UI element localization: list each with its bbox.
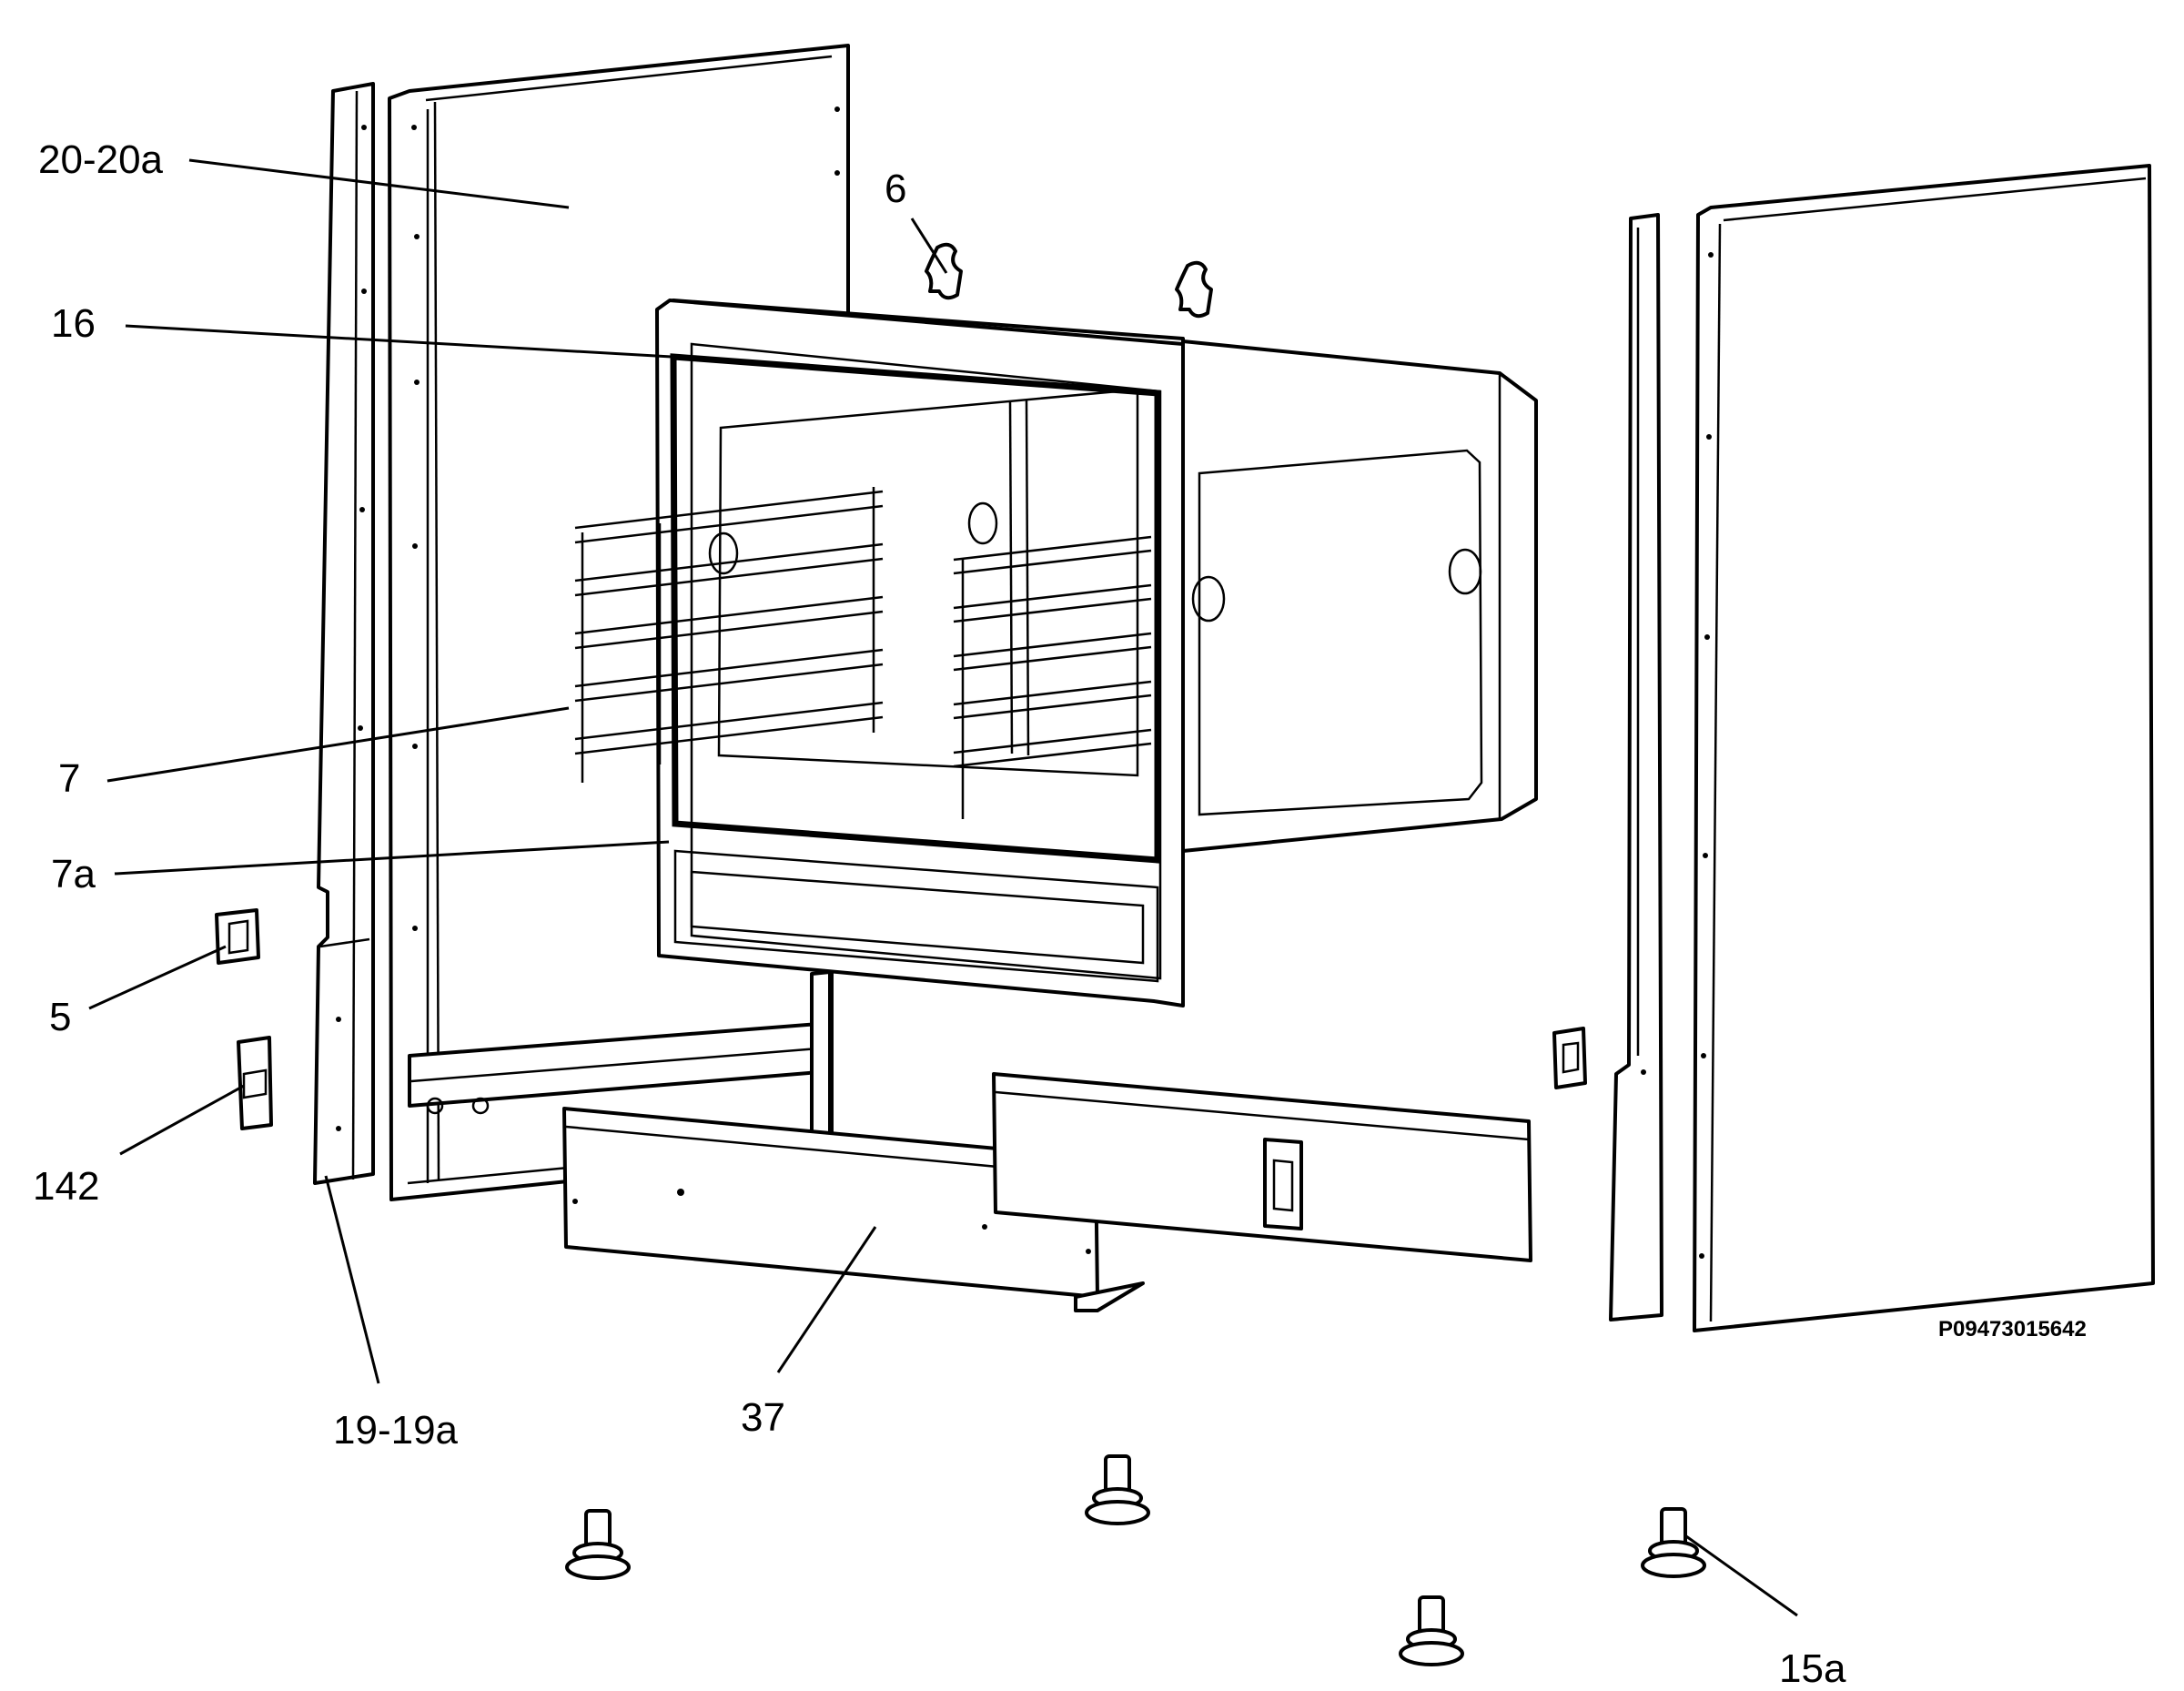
leader-20-20a: [188, 158, 570, 209]
hinge-142: [237, 1036, 273, 1130]
leader-16: [125, 324, 672, 359]
left-wire-shelf: [574, 487, 884, 783]
leader-6: [910, 218, 948, 274]
leader-15a: [1685, 1534, 1798, 1617]
leader-7a: [114, 840, 670, 876]
callout-labels: 20-20a 16 7 7a 5 142 19-19a 37 6 15a P09…: [33, 137, 2087, 1691]
callout-37: 37: [741, 1395, 785, 1440]
leader-142: [119, 1084, 245, 1156]
left-front-strip: [313, 82, 375, 1185]
callout-20-20a: 20-20a: [38, 137, 164, 182]
callout-7: 7: [58, 756, 80, 801]
leader-5: [88, 945, 227, 1010]
right-side-panel: [1693, 164, 2155, 1332]
callout-19-19a: 19-19a: [333, 1408, 459, 1453]
adjustable-foot-3: [1399, 1595, 1464, 1666]
callout-15a: 15a: [1779, 1646, 1846, 1691]
callout-16: 16: [51, 301, 96, 346]
adjustable-foot-2: [1085, 1454, 1150, 1525]
callout-5: 5: [49, 995, 71, 1039]
right-wire-shelf: [953, 535, 1152, 819]
drawing-code: P09473015642: [1938, 1317, 2087, 1342]
hinge-bracket-5: [215, 908, 260, 965]
adjustable-foot-4: [1641, 1507, 1706, 1578]
adjustable-foot-1: [565, 1509, 631, 1580]
callout-142: 142: [33, 1164, 99, 1209]
bottom-frame-rail: [408, 970, 832, 1158]
rear-plinth-panel: [992, 1072, 1532, 1262]
oven-cavity: [655, 299, 1538, 1008]
callout-6: 6: [885, 167, 906, 211]
leader-37: [776, 1226, 877, 1373]
leader-lines: [88, 158, 1798, 1617]
right-clip: [1552, 1027, 1587, 1089]
leader-19-19a: [324, 1175, 380, 1384]
clip-6-right: [1175, 260, 1213, 319]
right-front-strip: [1609, 213, 1663, 1321]
leader-7: [106, 706, 570, 783]
callout-7a: 7a: [51, 852, 96, 896]
